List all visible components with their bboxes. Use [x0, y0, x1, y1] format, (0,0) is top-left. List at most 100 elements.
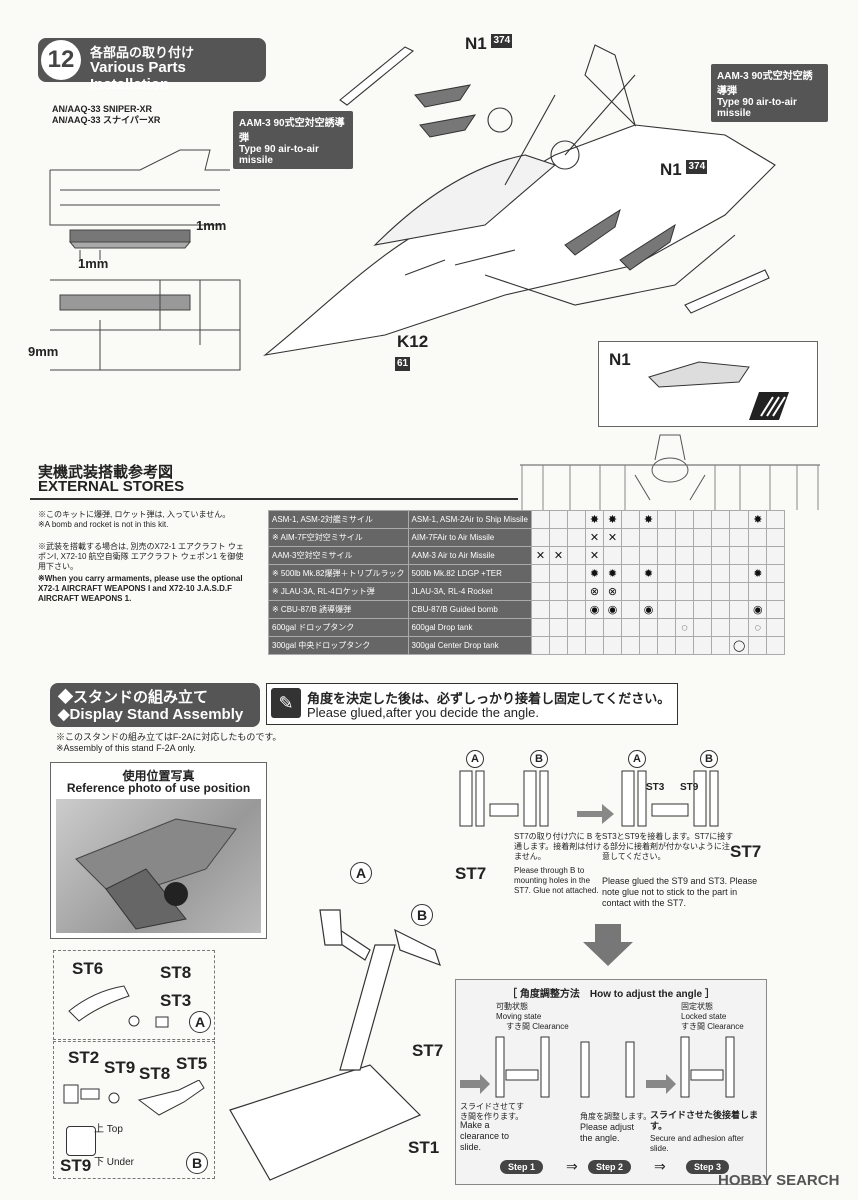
st7-label-callout: ST7 — [455, 864, 487, 883]
stores-cell — [675, 528, 694, 547]
st1-label: ST1 — [408, 1138, 440, 1157]
stores-cell: ◉ — [639, 600, 658, 619]
stores-cell — [639, 528, 658, 547]
stores-cell — [693, 528, 712, 547]
aircraft-drawing — [263, 44, 776, 356]
external-title-jp: 実機武装搭載参考図 — [38, 464, 174, 481]
stores-row-label-en: JLAU-3A, RL-4 Rocket — [407, 582, 533, 601]
stores-cell — [675, 582, 694, 601]
stores-cell — [693, 546, 712, 565]
stores-cell — [766, 600, 786, 619]
stores-cell: ✹ — [585, 564, 604, 583]
st6-label: ST6 — [72, 959, 104, 978]
step-arrow-2: ⇒ — [654, 1158, 666, 1174]
stores-cell — [766, 528, 786, 547]
stores-cell — [675, 600, 694, 619]
stores-cell — [748, 636, 768, 655]
stores-cell: ◯ — [728, 636, 750, 655]
stores-cell — [675, 510, 694, 529]
stores-cell — [693, 618, 712, 637]
step3-text-en: Secure and adhesion after slide. — [650, 1134, 744, 1153]
stores-cell — [693, 510, 712, 529]
stores-cell — [711, 582, 730, 601]
stores-cell — [621, 546, 640, 565]
desc2-jp: ST3とST9を接着します。ST7に接する部分に接着剤が付かないように注意してく… — [602, 832, 734, 861]
stores-cell — [603, 618, 622, 637]
angle-adjust-drawing — [460, 1036, 735, 1098]
n1-top-text: N1 — [465, 34, 487, 53]
stores-cell — [657, 636, 676, 655]
stores-cell — [728, 618, 750, 637]
st9-label-b: ST9 — [104, 1058, 136, 1077]
stores-row-label-en: 300gal Center Drop tank — [407, 636, 533, 655]
locked-en: Locked state — [681, 1012, 727, 1021]
stores-row-label-en: CBU-87/B Guided bomb — [407, 600, 533, 619]
st3-label-a: ST3 — [160, 991, 192, 1010]
stores-cell — [531, 564, 550, 583]
dim-1mm-a: 1mm — [196, 218, 227, 233]
st8-label-a: ST8 — [160, 963, 192, 982]
assembly-detail: A B A B ST3 ST9 ST7 ST7の取り付け穴に B を通します。接… — [442, 746, 772, 914]
stand-label-a: A — [350, 862, 372, 884]
stores-row-label-en: 600gal Drop tank — [407, 618, 533, 637]
assembly-detail-drawing — [459, 770, 719, 827]
stores-cell — [603, 636, 622, 655]
clearance-1: すき間 Clearance — [506, 1022, 569, 1031]
orientation-square — [66, 1126, 96, 1156]
detail-st7-right: ST7 — [730, 842, 762, 861]
stores-cell — [657, 618, 676, 637]
n1-label-mid: N1 374 — [660, 160, 708, 180]
stores-cell — [766, 618, 786, 637]
step2-text-jp: 角度を調整します。 — [580, 1112, 652, 1121]
detail-a2: A — [628, 750, 646, 768]
stores-cell — [657, 528, 676, 547]
stores-cell — [531, 582, 550, 601]
stores-cell — [693, 564, 712, 583]
k12-text: K12 — [397, 332, 429, 351]
stores-row-label-jp: ASM-1, ASM-2対艦ミサイル — [268, 510, 409, 529]
glue-icon: ✎ — [271, 688, 301, 718]
step3-text-jp: スライドさせた後接着します。 — [650, 1110, 759, 1131]
stores-row-label-jp: 300gal 中央ドロップタンク — [268, 636, 409, 655]
stores-cell: ◉ — [748, 600, 768, 619]
stores-cell: ◌ — [748, 618, 768, 637]
stores-cell — [711, 510, 730, 529]
detail-st9: ST9 — [680, 782, 699, 793]
aam-right-callout: AAM-3 90式空対空誘導弾 Type 90 air-to-air missi… — [711, 64, 828, 122]
stores-cell — [711, 546, 730, 565]
stores-cell — [621, 618, 640, 637]
stores-row-label-jp: ※ 500lb Mk.82爆弾＋トリプルラック — [268, 564, 409, 583]
stores-cell — [531, 600, 550, 619]
stores-cell — [693, 636, 712, 655]
stores-cell — [711, 636, 730, 655]
stores-cell — [621, 528, 640, 547]
stores-cell: ⊗ — [585, 582, 604, 601]
stores-cell — [603, 546, 622, 565]
stores-cell — [657, 582, 676, 601]
stores-cell — [567, 600, 586, 619]
aam-right-jp: AAM-3 90式空対空誘導弾 — [717, 71, 813, 97]
stores-cell — [693, 600, 712, 619]
stores-cell — [639, 546, 658, 565]
desc2-en: Please glued the ST9 and ST3. Please not… — [602, 876, 758, 908]
stores-cell — [531, 510, 550, 529]
stand-title-jp: ◆スタンドの組み立て — [58, 689, 209, 706]
stores-cell — [711, 564, 730, 583]
step3-badge: Step 3 — [686, 1160, 730, 1174]
stores-cell: ✹ — [603, 564, 622, 583]
stores-cell — [711, 618, 730, 637]
stores-cell: ✸ — [748, 510, 768, 529]
k12-tag-wrap: 61 — [395, 357, 411, 375]
external-title-en: EXTERNAL STORES — [38, 478, 185, 495]
parts-box-b: ST2 ST9 ST8 ST5 上 Top 下 Under ST9 B — [53, 1041, 215, 1179]
stores-row-label-en: AIM-7FAir to Air Missile — [407, 528, 533, 547]
stores-cell — [748, 582, 768, 601]
stores-cell — [549, 564, 568, 583]
stores-cell — [567, 564, 586, 583]
stores-cell: ✹ — [748, 564, 768, 583]
st2-label: ST2 — [68, 1048, 100, 1067]
step2-text-en: Please adjust the angle. — [580, 1122, 635, 1143]
stores-cell: ✕ — [549, 546, 568, 565]
